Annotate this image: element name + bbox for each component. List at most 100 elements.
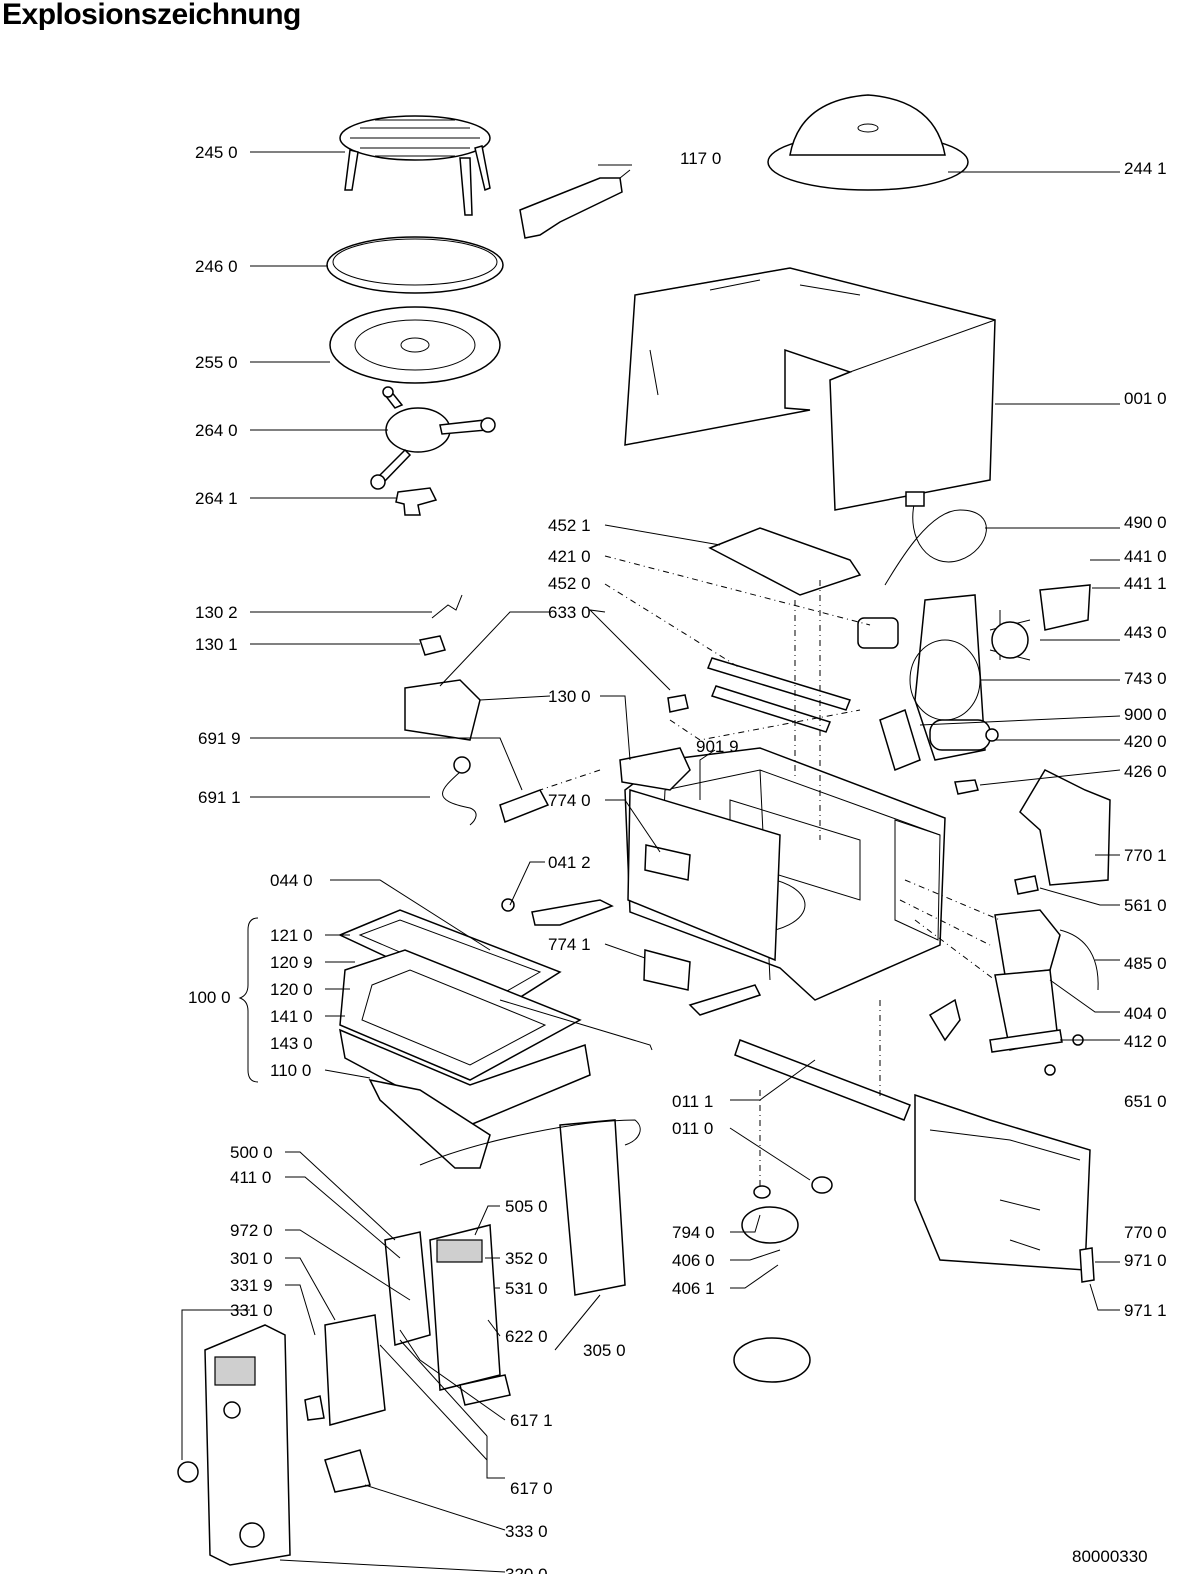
part-label: 264 1 [195,489,238,508]
part-label: 141 0 [270,1007,313,1026]
drawing-number: 80000330 [1072,1547,1148,1566]
button-part [304,1395,325,1421]
group-brace [238,917,259,1083]
part-label: 412 0 [1124,1032,1167,1051]
part-label: 001 0 [1124,389,1167,408]
part-label: 264 0 [195,421,238,440]
part-label: 301 0 [230,1249,273,1268]
magnetron-part [857,617,899,649]
capacitor-part [879,708,999,772]
part-label: 443 0 [1124,623,1167,642]
part-label: 743 0 [1124,669,1167,688]
circuit-board-main-part [429,1224,501,1391]
part-label: 130 2 [195,603,238,622]
part-label: 406 1 [672,1279,715,1298]
part-label: 110 0 [270,1061,311,1080]
door-frame-part [627,788,781,962]
part-label: 774 1 [548,935,591,954]
thermal-bracket-part [499,789,550,823]
clip-part [1014,875,1039,895]
page-title: Explosionszeichnung [2,0,301,31]
part-label: 531 0 [505,1279,548,1298]
transformer-part [989,909,1099,1076]
base-bracket-part [914,1093,1091,1271]
diode-part [954,779,979,795]
part-label: 452 0 [548,574,591,593]
part-label: 426 0 [1124,762,1167,781]
door-lever-part [531,899,614,926]
arrow-part [419,1119,641,1166]
part-label: 972 0 [230,1221,273,1240]
part-label: 691 1 [198,788,241,807]
part-label: 044 0 [270,871,313,890]
part-label: 352 0 [505,1249,548,1268]
bracket-part [559,1119,626,1296]
base-rail-part [734,1039,911,1121]
part-label: 691 9 [198,729,241,748]
circuit-board-part [384,1231,431,1346]
leader-lines [181,151,1121,1573]
part-label: 617 0 [510,1479,553,1498]
part-label: 505 0 [505,1197,548,1216]
part-label: 120 0 [270,980,313,999]
knob-part [324,1449,371,1493]
thermal-cutout-part [453,756,471,774]
foot-part [811,1176,833,1194]
part-label: 305 0 [583,1341,626,1360]
part-label: 130 0 [548,687,591,706]
motor-gear-part [753,1185,771,1199]
part-label: 130 1 [195,635,238,654]
door-switch-part [619,747,691,791]
part-label: 452 1 [548,516,591,535]
switch-plate-part [324,1314,386,1426]
part-label: 971 1 [1124,1301,1167,1320]
part-label: 121 0 [270,926,313,945]
part-label: 406 0 [672,1251,715,1270]
air-guide-part [1019,769,1111,886]
part-label: 971 0 [1124,1251,1167,1270]
hinge-plate-lower-part [643,949,691,991]
part-label: 901 9 [696,737,739,756]
part-label: 770 1 [1124,846,1167,865]
part-label: 794 0 [672,1223,715,1242]
lever-part [688,984,762,1016]
part-label: 245 0 [195,143,238,162]
part-label: 441 0 [1124,547,1167,566]
motor-coupler-part [928,998,961,1042]
part-label: 331 0 [230,1301,273,1320]
door-switch-holder-part [404,679,481,741]
thermal-cable-part [442,771,477,826]
part-label: 622 0 [505,1327,548,1346]
part-label: 041 2 [548,853,591,872]
motor-cover-part [733,1337,811,1383]
microswitch-part [419,635,446,656]
part-label: 441 1 [1124,574,1167,593]
roller-ring-part [370,386,496,490]
part-label: 333 0 [505,1522,548,1541]
part-label: 246 0 [195,257,238,276]
coupler-part [395,487,438,516]
part-label: 331 9 [230,1276,273,1295]
spring-part [431,594,463,619]
part-label: 117 0 [680,149,721,168]
group-label: 100 0 [188,988,231,1007]
grill-rack-part [339,115,491,216]
turntable-part [329,306,501,384]
part-label: 143 0 [270,1034,313,1053]
part-label: 320 0 [505,1565,548,1574]
waveguide-cover-part [708,527,862,596]
part-label: 255 0 [195,353,238,372]
switch-part [667,694,689,713]
part-label: 404 0 [1124,1004,1167,1023]
glass-plate-part [326,236,504,294]
part-label: 774 0 [548,791,591,810]
part-label: 617 1 [510,1411,553,1430]
display-part [436,1239,483,1263]
fuse-part [1079,1247,1095,1283]
hinge-plate-upper-part [644,844,691,881]
part-label: 244 1 [1124,159,1167,178]
turntable-motor-part [741,1206,799,1244]
part-label: 011 0 [672,1119,713,1138]
part-label: 011 1 [672,1092,713,1111]
